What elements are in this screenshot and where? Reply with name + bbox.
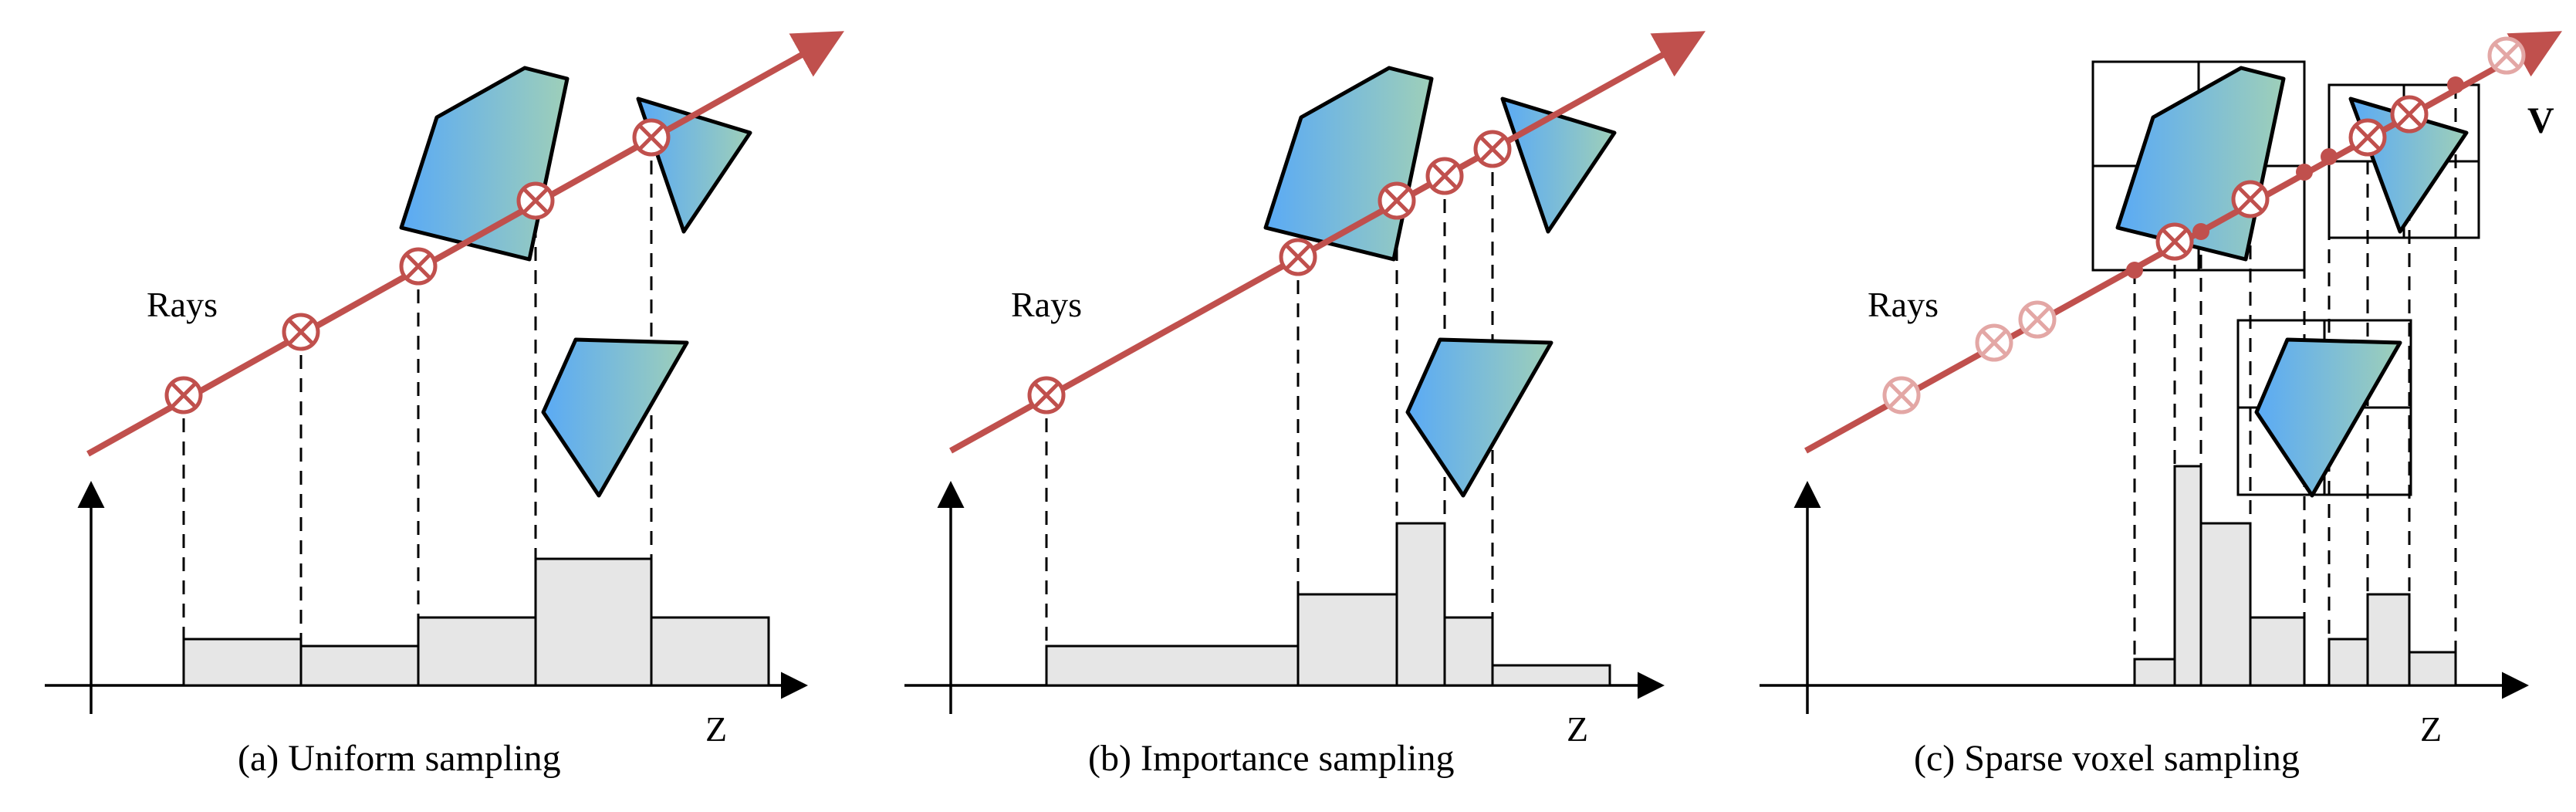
histogram xyxy=(2133,465,2457,687)
sample-points xyxy=(1882,36,2526,414)
histogram-bar xyxy=(182,638,303,687)
sample-points xyxy=(164,118,671,414)
rays-label: Rays xyxy=(1868,285,1939,324)
rays-label: Rays xyxy=(1011,285,1082,324)
histogram-bar xyxy=(2366,593,2411,687)
ray-line xyxy=(949,31,1706,454)
voxel-intersection-dot xyxy=(2447,76,2464,93)
voxel-intersection-dot xyxy=(2126,262,2143,279)
z-axis-label: Z xyxy=(1567,709,1588,749)
panel-uniform: Rays Z (a) Uniform sampling xyxy=(45,31,844,779)
sample-point xyxy=(1027,376,1066,414)
panel-importance: Rays Z (b) Importance sampling xyxy=(904,31,1706,779)
ray-line xyxy=(86,31,844,457)
histogram-bar xyxy=(1443,616,1494,687)
sample-point-skipped xyxy=(1882,376,1921,414)
panel-sparse-voxel: Rays V Z (c) Sparse voxel sampling xyxy=(1760,31,2562,779)
histogram-bar xyxy=(2133,658,2176,687)
sample-point xyxy=(1473,130,1512,168)
histogram xyxy=(1045,522,1611,687)
sample-point-skipped xyxy=(1975,323,2013,362)
voxel-intersection-dot xyxy=(2296,164,2313,181)
histogram-bar xyxy=(2199,522,2252,687)
sample-point xyxy=(164,376,203,414)
sample-point xyxy=(1425,157,1464,195)
sample-point xyxy=(399,247,438,286)
histogram xyxy=(182,557,770,687)
histogram-bar xyxy=(299,645,420,687)
histogram-bar xyxy=(1045,645,1300,687)
histogram-bar xyxy=(2249,616,2306,687)
z-axis-label: Z xyxy=(2420,709,2442,749)
surface-shape xyxy=(1500,96,1617,234)
panel-caption: (c) Sparse voxel sampling xyxy=(1914,738,2300,779)
sample-point xyxy=(1378,181,1416,220)
sample-point xyxy=(2231,180,2270,218)
histogram-bar xyxy=(1491,664,1611,687)
panel-caption: (a) Uniform sampling xyxy=(238,738,561,779)
histogram-bar xyxy=(650,616,770,687)
histogram-bar xyxy=(2328,638,2369,687)
surface-shape xyxy=(541,337,689,498)
histogram-bar xyxy=(417,616,537,687)
z-axis-label: Z xyxy=(705,709,727,749)
voxel-intersection-dot xyxy=(2321,148,2338,165)
rays-label: Rays xyxy=(147,285,218,324)
surfaces xyxy=(399,66,752,498)
voxel-intersection-dot xyxy=(2192,223,2209,240)
sample-point xyxy=(282,313,320,351)
voxel-label: V xyxy=(2527,100,2554,141)
sample-point xyxy=(2348,118,2387,157)
histogram-bar xyxy=(1395,522,1446,687)
sample-point xyxy=(2390,95,2429,134)
surface-shape xyxy=(636,96,752,234)
sample-point-skipped xyxy=(2018,300,2057,339)
surface-shape xyxy=(1405,337,1553,498)
panel-caption: (b) Importance sampling xyxy=(1088,738,1455,779)
surfaces xyxy=(1263,66,1617,498)
histogram-bar xyxy=(534,557,653,687)
surface-shape xyxy=(2254,337,2402,498)
histogram-bar xyxy=(2408,651,2457,687)
histogram-bar xyxy=(2173,465,2202,687)
sample-point-skipped xyxy=(2487,36,2526,75)
histogram-bar xyxy=(1296,593,1398,687)
sample-points xyxy=(1027,130,1512,414)
sample-point xyxy=(632,118,671,157)
sample-point xyxy=(516,181,555,220)
sample-point xyxy=(1279,238,1317,276)
sample-point xyxy=(2155,222,2194,261)
